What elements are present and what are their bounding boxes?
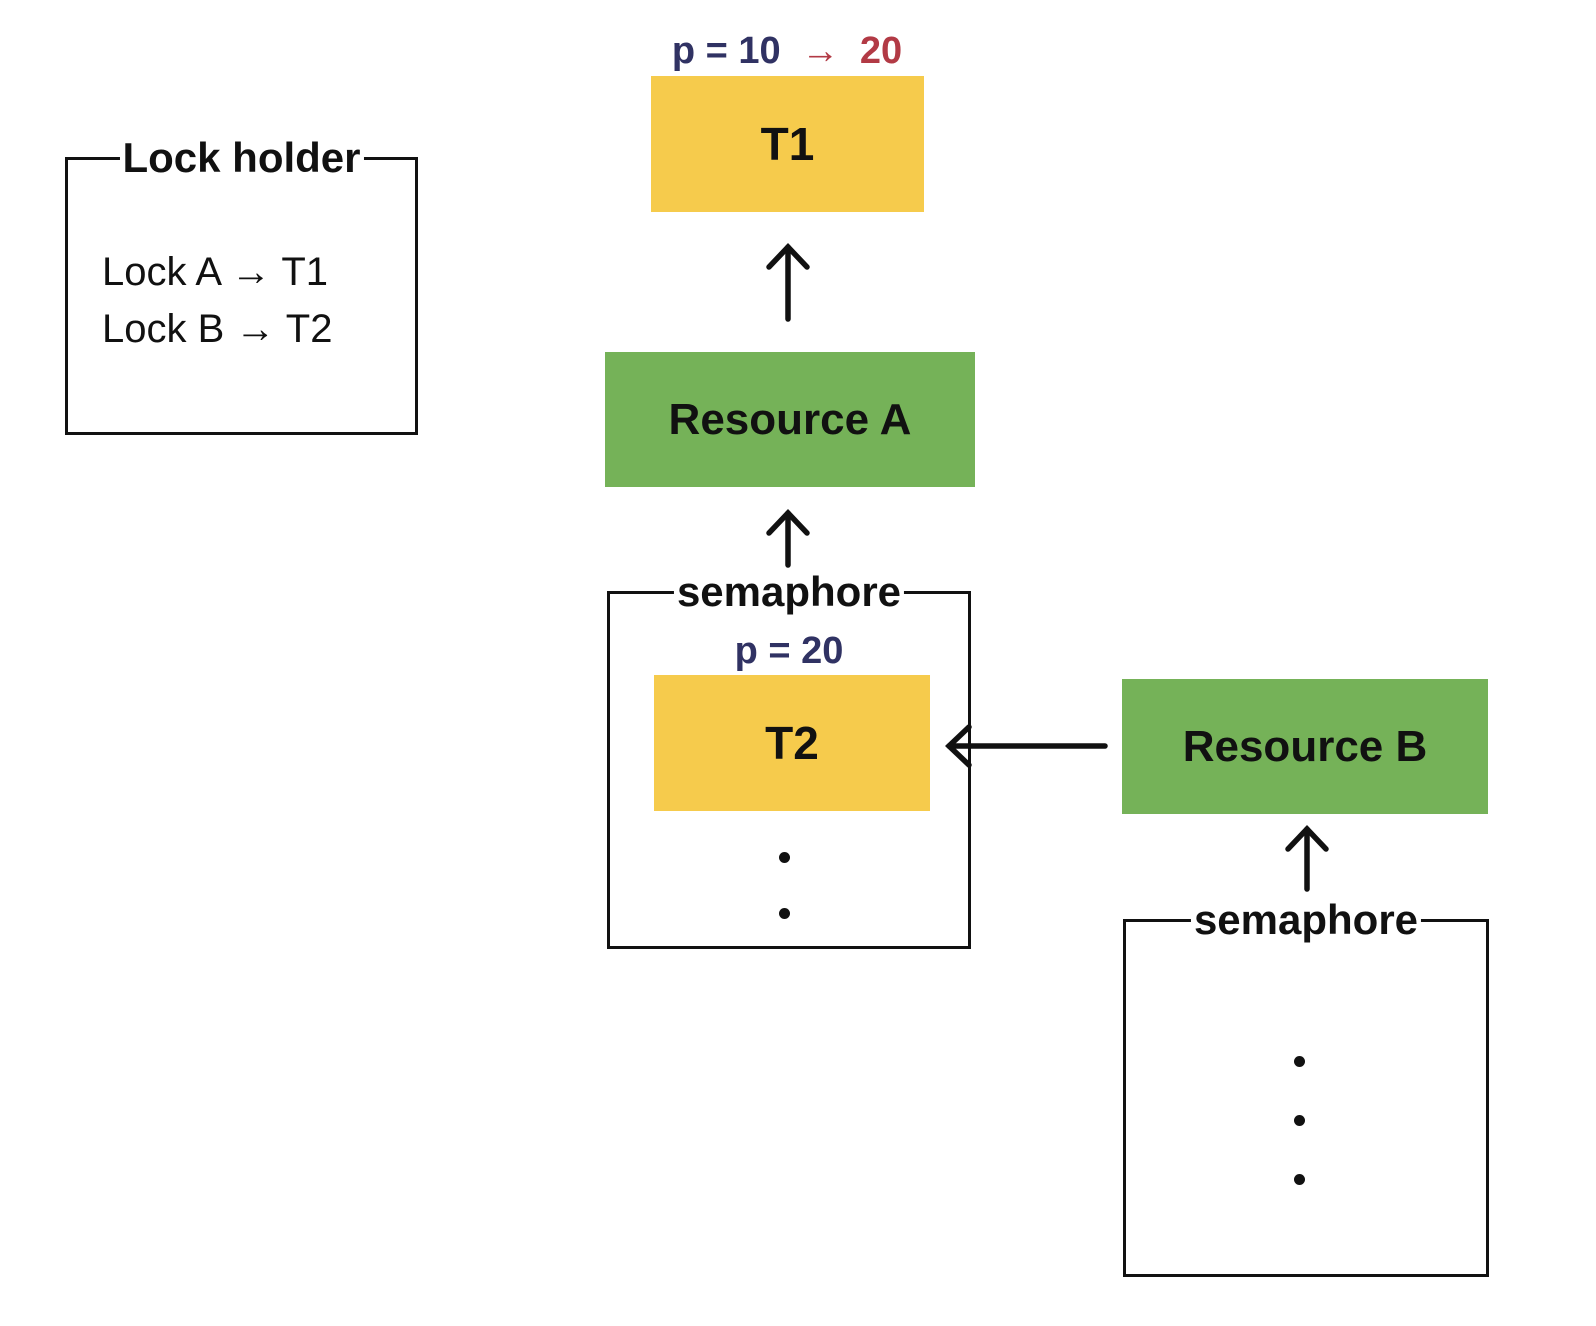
- queue-dot: [1294, 1056, 1305, 1067]
- resource-a-box: Resource A: [605, 352, 975, 487]
- lock-holder-title: Lock holder: [119, 134, 364, 182]
- t2-priority-label: p = 20: [734, 630, 844, 672]
- semaphore-b-box: semaphore: [1123, 896, 1489, 1277]
- lock-entry-b: Lock B → T2: [102, 307, 333, 351]
- arrow-semaphore-b-to-resource-b-icon: [1282, 822, 1332, 892]
- priority-boost-arrow-icon: →: [801, 30, 840, 72]
- semaphore-b-queue-dots: [1294, 1056, 1305, 1185]
- arrow-resource-b-to-t2-icon: [940, 721, 1110, 771]
- semaphore-a-title: semaphore: [673, 568, 905, 616]
- task-t1-label: T1: [760, 118, 815, 170]
- semaphore-b-title: semaphore: [1190, 896, 1422, 944]
- resource-b-box: Resource B: [1122, 679, 1488, 814]
- lock-holder-entries: Lock A → T1 Lock B → T2: [102, 244, 332, 358]
- arrow-resource-a-to-t1-icon: [763, 240, 813, 322]
- semaphore-a-queue-dots: [779, 852, 790, 919]
- t1-priority-label: p = 10 → 20: [627, 30, 947, 73]
- arrow-semaphore-a-to-resource-a-icon: [763, 506, 813, 568]
- task-t2-box: T2: [654, 675, 930, 811]
- lock-holder-box: Lock holder Lock A → T1 Lock B → T2: [65, 134, 418, 435]
- queue-dot: [1294, 1115, 1305, 1126]
- t1-priority-new: 20: [859, 30, 903, 72]
- semaphore-a-box: semaphore p = 20 T2: [607, 568, 971, 949]
- task-t2-label: T2: [765, 717, 819, 769]
- queue-dot: [779, 852, 790, 863]
- task-t1-box: T1: [651, 76, 924, 212]
- queue-dot: [1294, 1174, 1305, 1185]
- resource-a-label: Resource A: [668, 394, 912, 444]
- queue-dot: [779, 908, 790, 919]
- resource-b-label: Resource B: [1182, 721, 1428, 771]
- t1-priority-old: p = 10: [671, 30, 781, 72]
- lock-entry-a: Lock A → T1: [102, 250, 329, 294]
